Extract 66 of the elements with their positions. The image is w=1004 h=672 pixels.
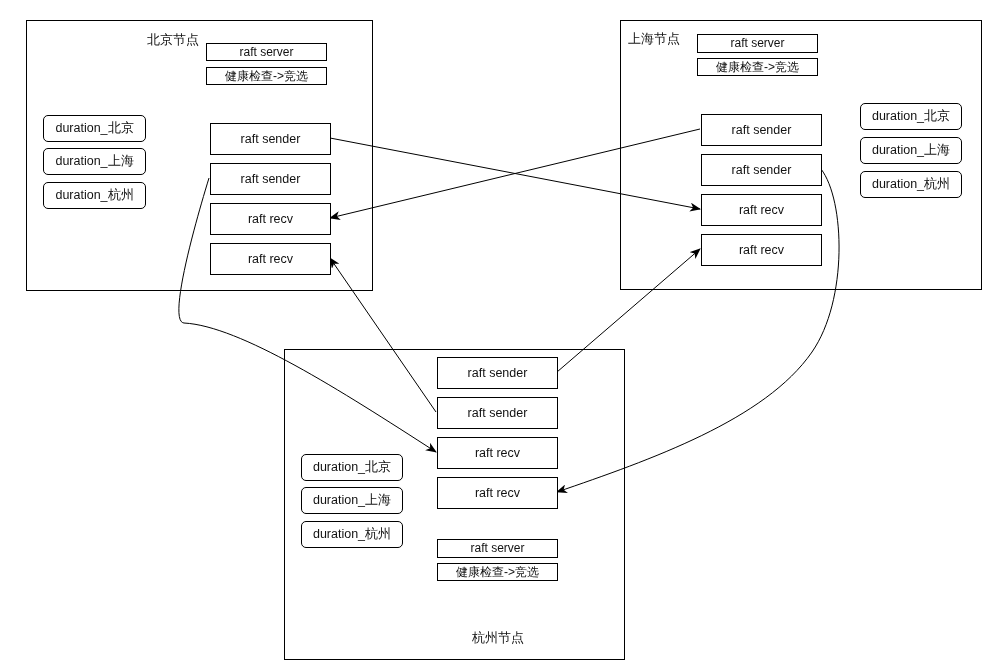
component-label: 健康检查->竞选 <box>225 68 308 84</box>
panel-title: 杭州节点 <box>472 631 524 646</box>
component-box <box>437 357 558 389</box>
duration-label: duration_北京 <box>871 109 951 124</box>
node-panel <box>284 349 625 660</box>
component-box <box>437 539 558 558</box>
arrow <box>329 128 701 221</box>
component-box <box>206 43 327 61</box>
component-box <box>697 34 818 53</box>
component-label: raft recv <box>738 242 785 258</box>
duration-label: duration_杭州 <box>871 177 951 192</box>
duration-label: duration_北京 <box>55 121 134 136</box>
component-box <box>437 477 558 509</box>
component-box <box>701 194 822 226</box>
component-label: 健康检查->竞选 <box>456 564 539 580</box>
arrow <box>556 248 701 373</box>
component-label: raft recv <box>474 445 521 461</box>
component-label: raft sender <box>467 405 528 421</box>
duration-box <box>860 137 962 164</box>
component-box <box>206 67 327 85</box>
duration-label: duration_杭州 <box>312 527 392 542</box>
component-label: raft sender <box>240 171 301 187</box>
component-label: raft sender <box>731 162 792 178</box>
duration-box <box>860 171 962 198</box>
component-label: raft server <box>470 541 525 556</box>
component-box <box>701 234 822 266</box>
duration-box <box>860 103 962 130</box>
component-label: raft recv <box>738 202 785 218</box>
component-label: raft sender <box>467 365 528 381</box>
component-label: 健康检查->竞选 <box>716 59 799 75</box>
component-box <box>437 563 558 581</box>
duration-label: duration_上海 <box>871 143 951 158</box>
duration-box <box>301 521 403 548</box>
component-box <box>210 163 331 195</box>
panel-title: 北京节点 <box>147 33 199 48</box>
duration-label: duration_上海 <box>312 493 392 508</box>
duration-label: duration_上海 <box>55 154 134 169</box>
component-box <box>701 154 822 186</box>
component-box <box>437 437 558 469</box>
duration-label: duration_北京 <box>312 460 392 475</box>
component-label: raft recv <box>247 211 294 227</box>
component-box <box>701 114 822 146</box>
component-box <box>210 243 331 275</box>
component-label: raft server <box>730 36 785 51</box>
component-label: raft sender <box>731 122 792 138</box>
component-box <box>437 397 558 429</box>
component-label: raft server <box>239 44 294 60</box>
component-box <box>210 123 331 155</box>
component-box <box>697 58 818 76</box>
panel-title: 上海节点 <box>628 32 680 47</box>
node-panel <box>620 20 982 290</box>
component-label: raft recv <box>474 485 521 501</box>
duration-box <box>43 115 146 142</box>
duration-label: duration_杭州 <box>55 188 134 203</box>
component-box <box>210 203 331 235</box>
arrow <box>178 177 437 453</box>
duration-box <box>43 148 146 175</box>
arrow <box>329 137 701 212</box>
component-label: raft sender <box>240 131 301 147</box>
node-panel <box>26 20 373 291</box>
duration-box <box>43 182 146 209</box>
duration-box <box>301 454 403 481</box>
duration-box <box>301 487 403 514</box>
arrow <box>556 168 840 493</box>
component-label: raft recv <box>247 251 294 267</box>
arrow <box>329 257 437 413</box>
